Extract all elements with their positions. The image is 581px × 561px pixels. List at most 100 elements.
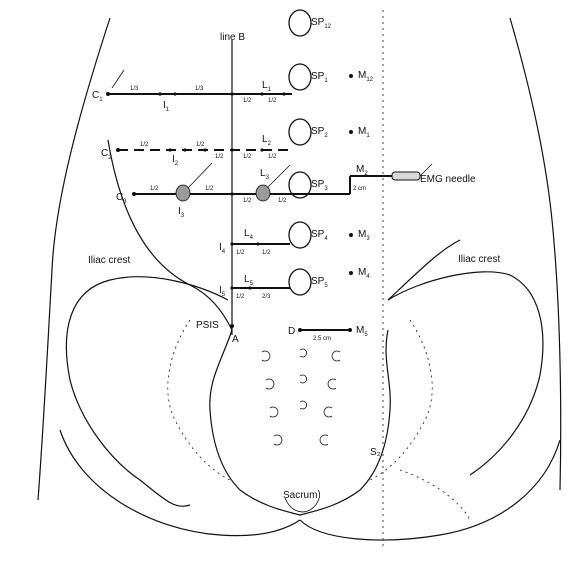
left-pelvis-outline xyxy=(66,277,228,507)
sp2-label: SP2 xyxy=(311,126,328,139)
sacral-foramen xyxy=(300,349,307,357)
row2-mark: 1/2 xyxy=(196,142,205,148)
tick xyxy=(183,148,186,151)
c1-pointer xyxy=(112,70,124,88)
sp12-oval xyxy=(289,10,311,36)
c1-dot xyxy=(106,92,110,96)
tick xyxy=(173,92,176,95)
sacrum-outline xyxy=(210,330,390,515)
i3-pointer xyxy=(188,163,212,188)
c3-label: C3 xyxy=(116,192,127,205)
sacrum-label: Sacrum xyxy=(283,490,317,501)
ganglion-l3 xyxy=(256,185,270,201)
row5-mark: 2/3 xyxy=(262,294,271,300)
row-1-measurement: C1 I1 L1 1/3 1/3 1/2 1/2 xyxy=(92,70,292,113)
c1-label: C1 xyxy=(92,90,103,103)
l3-pointer xyxy=(268,165,290,187)
row2-mark: 1/2 xyxy=(140,142,149,148)
m12-label: M12 xyxy=(358,70,374,83)
tick xyxy=(230,92,233,95)
sp12-label: SP12 xyxy=(311,17,332,30)
row3-mark: 1/2 xyxy=(205,186,214,192)
row-2-measurement: C2 I2 L2 1/2 1/2 1/2 1/2 1/2 xyxy=(101,134,290,167)
line-b-label: line B xyxy=(220,32,245,43)
left-buttock-outline xyxy=(60,430,300,536)
m1-label: M1 xyxy=(358,126,370,139)
row1-mark: 1/2 xyxy=(268,98,277,104)
row3-mark-2cm: 2 cm xyxy=(353,186,366,192)
m3-label: M3 xyxy=(358,229,370,242)
tick xyxy=(168,148,171,151)
i2-label: I2 xyxy=(172,154,179,167)
row1-mark: 1/2 xyxy=(243,98,252,104)
spinous-processes xyxy=(289,10,311,295)
tick xyxy=(260,92,263,95)
tick xyxy=(158,92,161,95)
row-4-measurement: I4 L4 1/2 1/2 xyxy=(219,228,290,256)
tick xyxy=(230,148,233,151)
d-to-m5-measurement: D 2.5 cm xyxy=(288,326,352,342)
tick xyxy=(230,286,233,289)
tick xyxy=(282,92,285,95)
iliac-crest-left-label: Iliac crest xyxy=(88,255,130,266)
tick xyxy=(256,242,259,245)
l5-label: L5 xyxy=(244,274,254,287)
row3-mark: 1/2 xyxy=(243,198,252,204)
m4-dot xyxy=(349,271,353,275)
sacral-foramen xyxy=(332,351,340,361)
row1-mark: 1/3 xyxy=(195,86,204,92)
row4-mark: 1/2 xyxy=(262,250,271,256)
right-buttock-outline xyxy=(300,440,560,540)
sp1-oval xyxy=(289,64,311,90)
emg-needle-label: EMG needle xyxy=(420,174,476,185)
sp3-label: SP3 xyxy=(311,179,328,192)
sp1-label: SP1 xyxy=(311,71,328,84)
left-crest-curve xyxy=(108,140,232,330)
sacral-foramen xyxy=(320,435,328,445)
right-pelvis-outline xyxy=(388,272,543,475)
row2-mark: 1/2 xyxy=(268,154,277,160)
sacral-foramen xyxy=(270,407,278,417)
row-5-measurement: I5 L5 1/2 2/3 xyxy=(219,274,290,300)
row5-mark: 1/2 xyxy=(236,294,245,300)
sp4-oval xyxy=(289,222,311,248)
m3-dot xyxy=(349,233,353,237)
sp5-label: SP5 xyxy=(311,276,328,289)
row1-mark: 1/3 xyxy=(130,86,139,92)
c3-dot xyxy=(132,192,136,196)
m12-dot xyxy=(349,74,353,78)
i4-label: I4 xyxy=(219,242,226,255)
row3-mark: 1/2 xyxy=(278,198,287,204)
emg-needle-body xyxy=(392,172,420,180)
s2-label: S₂ xyxy=(370,447,381,458)
ganglion-i3 xyxy=(176,185,190,201)
row2-mark: 1/2 xyxy=(243,154,252,160)
c2-dot xyxy=(116,148,120,152)
m4-label: M4 xyxy=(358,267,370,280)
l1-label: L1 xyxy=(262,80,272,93)
tick xyxy=(203,148,206,151)
right-inner-ilium-dotted-2 xyxy=(400,470,470,520)
iliac-crest-right-label: Iliac crest xyxy=(458,254,500,265)
row2-mark: 1/2 xyxy=(215,154,224,160)
m5-label: M5 xyxy=(356,325,368,338)
point-d-label: D xyxy=(288,326,295,337)
row-d-mark: 2.5 cm xyxy=(313,336,331,342)
midline-points: M12 M1 M2 M3 M4 M5 xyxy=(349,70,374,338)
i3-label: I3 xyxy=(178,206,185,219)
sacral-foramen xyxy=(266,379,274,389)
sp2-oval xyxy=(289,119,311,145)
point-a-label: A xyxy=(232,334,239,345)
d-dot xyxy=(298,328,302,332)
left-inner-ilium-dotted xyxy=(168,320,230,480)
m1-dot xyxy=(349,130,353,134)
tick xyxy=(230,242,233,245)
right-flank-outline xyxy=(510,18,561,490)
m5-dot xyxy=(348,328,352,332)
sacral-foramen xyxy=(274,435,282,445)
l2-label: L2 xyxy=(262,134,272,147)
psis-label: PSIS xyxy=(196,320,219,331)
sacral-foramen xyxy=(324,407,332,417)
right-crest-curve xyxy=(388,240,460,300)
